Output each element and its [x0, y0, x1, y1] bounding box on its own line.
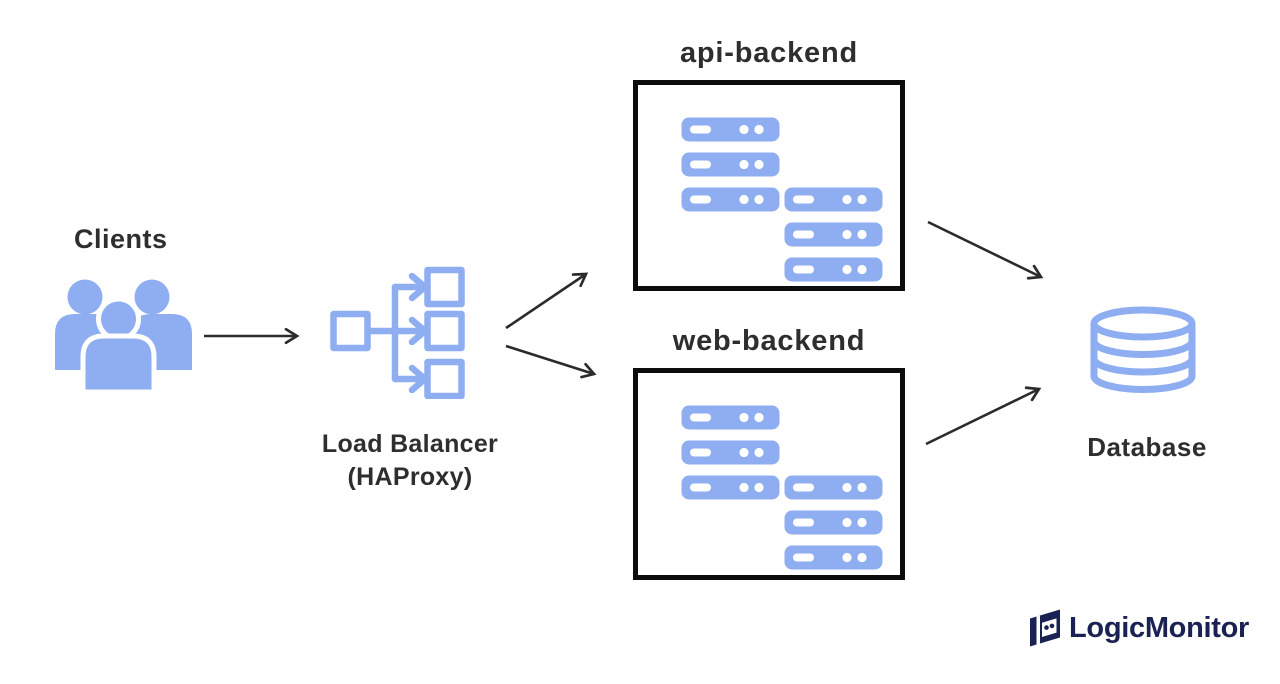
- clients-label: Clients: [74, 224, 168, 254]
- api-backend-box: [633, 80, 905, 291]
- load-balancer-label-line2: (HAProxy): [347, 463, 473, 491]
- web-backend-box: [633, 368, 905, 580]
- load-balancer-label: Load Balancer (HAProxy): [300, 428, 520, 494]
- load-balancer-icon: [330, 266, 465, 399]
- arrow-load-balancer-to-api-backend: [505, 272, 589, 330]
- load-balancer-label-line1: Load Balancer: [321, 430, 499, 458]
- web-backend-title: web-backend: [672, 325, 866, 357]
- api-server-stack-icon: [678, 114, 886, 285]
- logicmonitor-wordmark: LogicMonitor: [1069, 611, 1250, 644]
- logicmonitor-mark-icon: [1030, 609, 1060, 647]
- database-cylinder-icon: [1090, 306, 1196, 393]
- users-icon: [55, 279, 192, 392]
- arrow-load-balancer-to-web-backend: [505, 344, 597, 379]
- web-server-stack-icon: [678, 402, 886, 573]
- arrow-api-backend-to-database: [927, 220, 1044, 280]
- logicmonitor-logo: LogicMonitor: [1028, 606, 1249, 650]
- api-backend-title: api-backend: [679, 37, 858, 69]
- arrow-web-backend-to-database: [925, 386, 1042, 446]
- database-label: Database: [1087, 432, 1207, 462]
